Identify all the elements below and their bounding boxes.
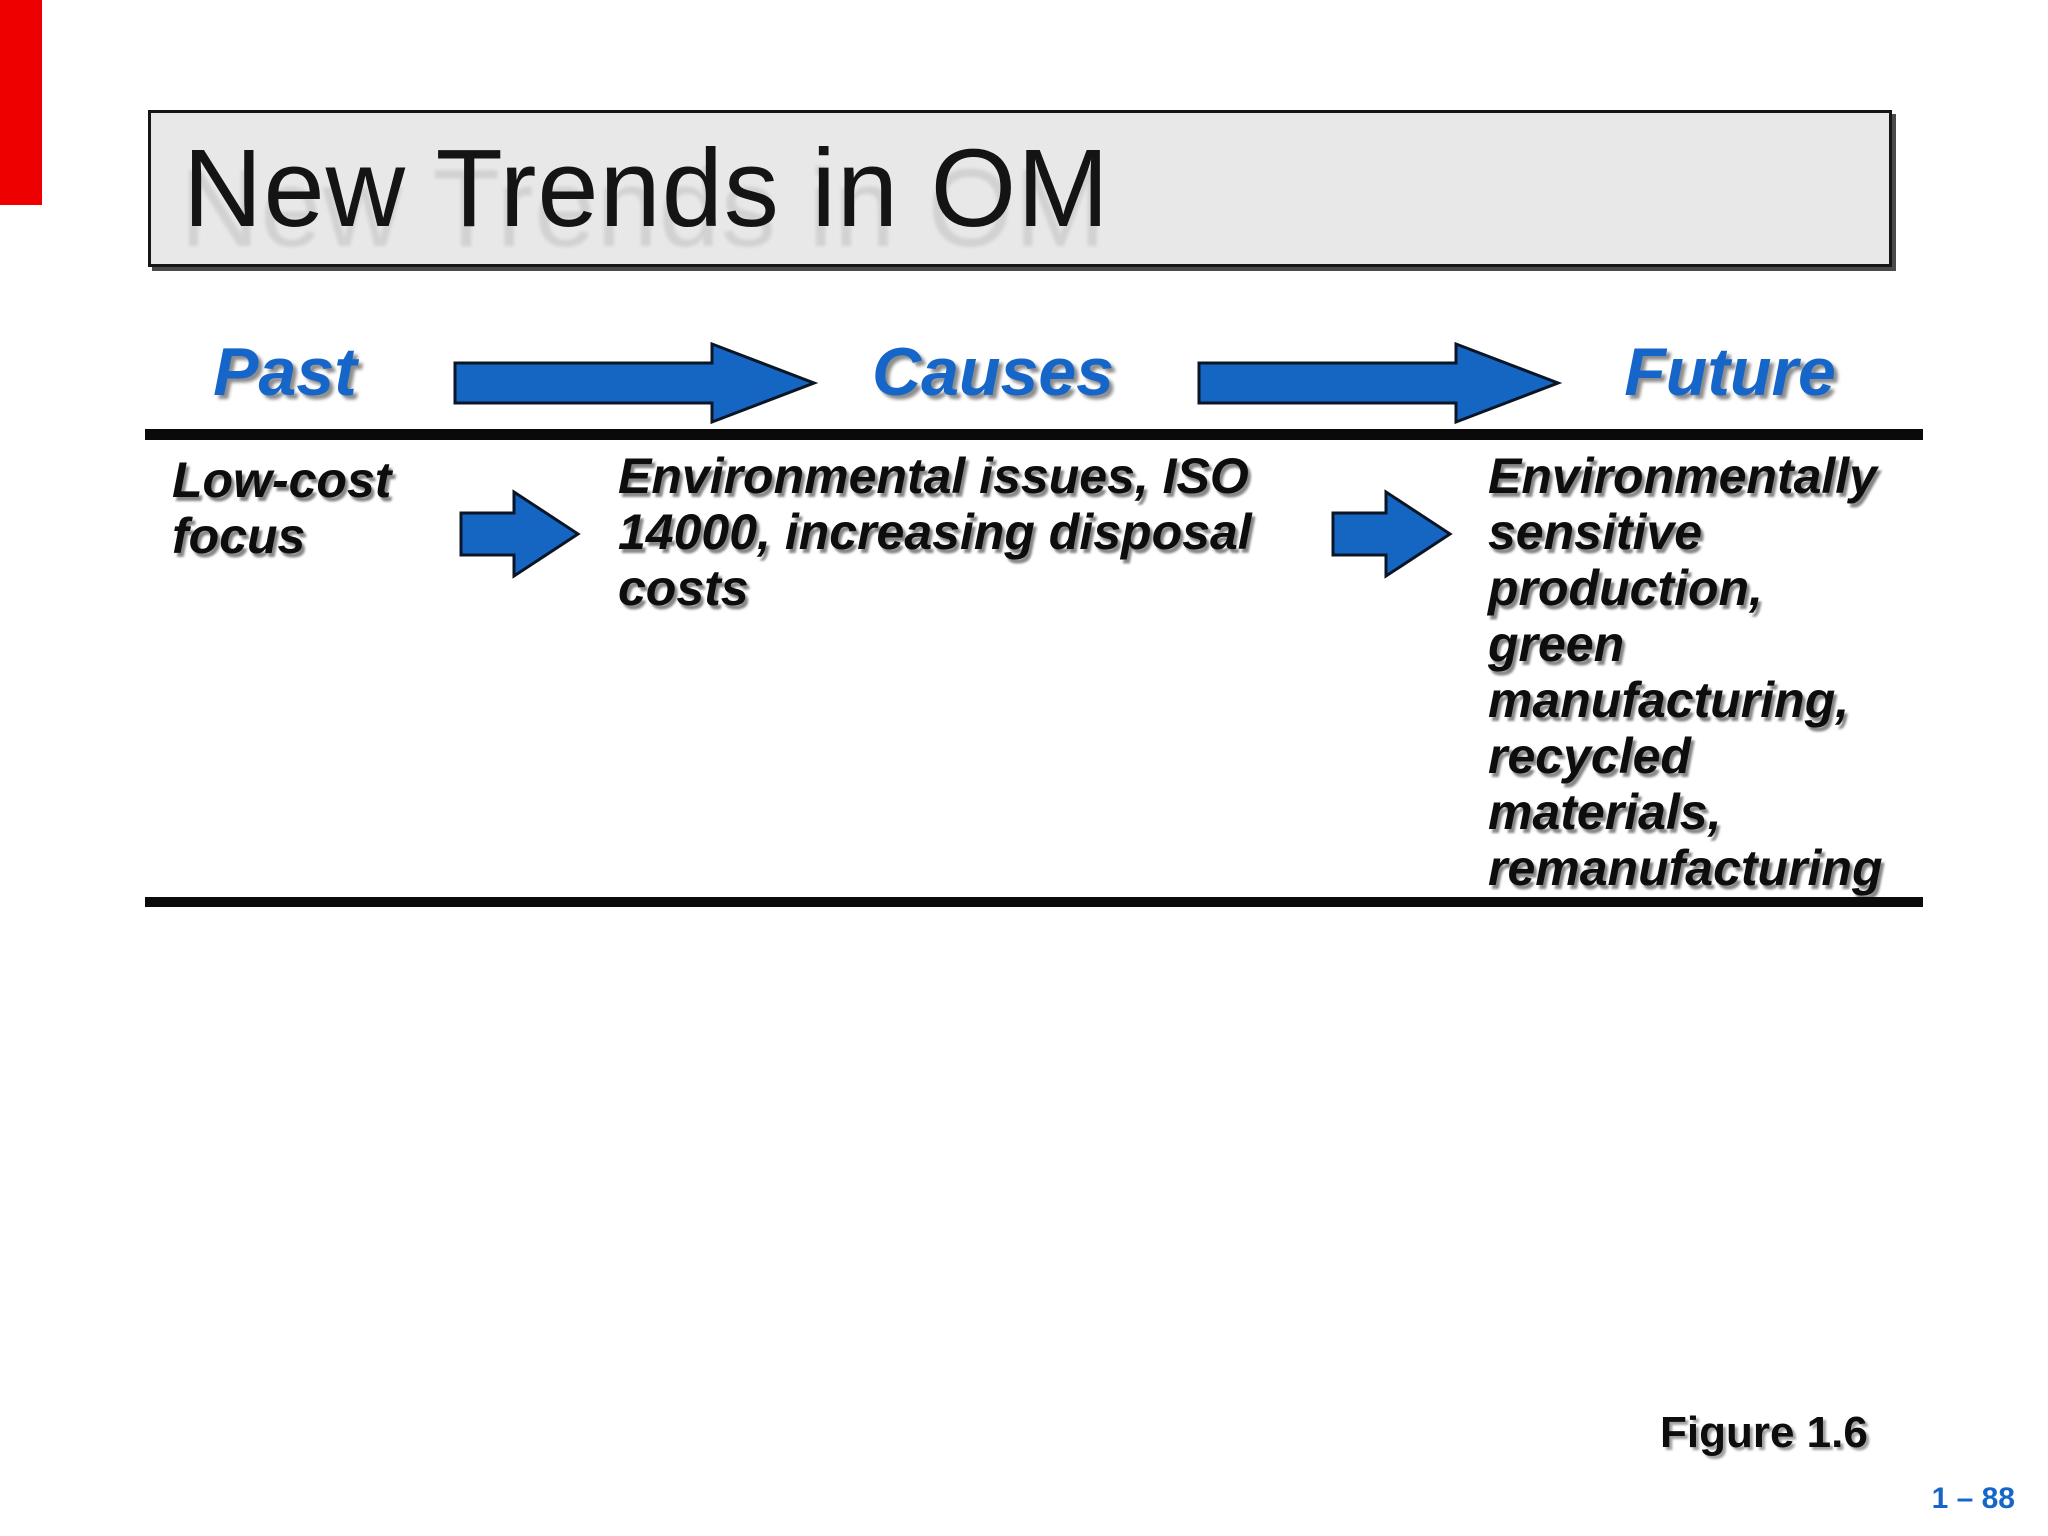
arrow-right-shape bbox=[1331, 489, 1453, 579]
table-cell-causes: Environmental issues, ISO 14000, increas… bbox=[618, 448, 1252, 616]
red-marker-bar bbox=[0, 0, 42, 205]
table-rule-bottom bbox=[145, 897, 1923, 907]
arrow-right-shape bbox=[459, 489, 581, 579]
table-cell-future: Environmentally sensitive production, gr… bbox=[1488, 448, 1883, 896]
title-box: New Trends in OM bbox=[148, 110, 1892, 267]
arrow-right-icon bbox=[1331, 489, 1453, 579]
column-header-past: Past bbox=[213, 334, 357, 410]
column-header-future: Future bbox=[1624, 334, 1836, 410]
table-rule-top bbox=[145, 429, 1923, 440]
table-cell-past: Low-cost focus bbox=[172, 452, 392, 564]
page-number: 1 – 88 bbox=[1931, 1482, 2015, 1515]
arrow-right-shape bbox=[453, 341, 818, 425]
arrow-right-shape bbox=[1197, 341, 1562, 425]
arrow-right-icon bbox=[453, 341, 818, 425]
arrow-right-icon bbox=[1197, 341, 1562, 425]
arrow-right-icon bbox=[459, 489, 581, 579]
figure-label: Figure 1.6 bbox=[1660, 1408, 1868, 1457]
page-title: New Trends in OM bbox=[183, 127, 1110, 250]
column-header-causes: Causes bbox=[872, 334, 1114, 410]
